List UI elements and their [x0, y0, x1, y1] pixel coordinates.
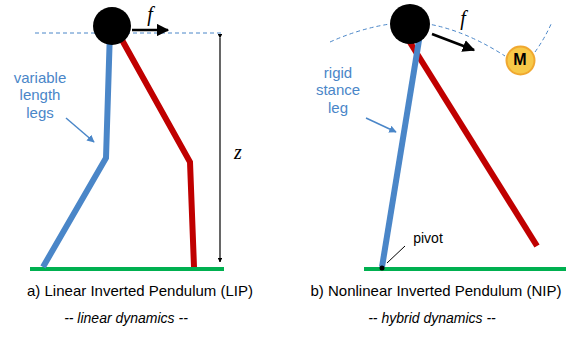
stance-leg	[43, 30, 110, 267]
force-arrow	[132, 29, 168, 32]
mass-trajectory	[535, 22, 552, 52]
ground	[30, 267, 224, 271]
leader-line	[387, 246, 405, 263]
leader-line	[366, 118, 396, 132]
force-symbol: f	[147, 3, 153, 26]
height-dimension	[219, 38, 220, 262]
swing-leg	[122, 40, 194, 267]
force-symbol: f	[460, 7, 466, 30]
force-arrow	[432, 34, 474, 50]
swing-leg	[406, 36, 537, 246]
leg-note: variable length legs	[5, 69, 75, 121]
height-symbol: z	[234, 141, 242, 164]
panel-caption: a) Linear Inverted Pendulum (LIP)	[27, 282, 253, 299]
point-mass	[93, 7, 131, 45]
dynamics-note: -- hybrid dynamics --	[368, 310, 496, 326]
leg-note: rigid stance leg	[308, 64, 368, 116]
leader-line	[66, 118, 94, 142]
pivot-label: pivot	[413, 230, 443, 246]
dynamics-note: -- linear dynamics --	[64, 310, 188, 326]
pivot-point	[380, 266, 385, 271]
mass-circle: M	[505, 45, 536, 76]
point-mass	[390, 4, 430, 44]
mass-fill	[506, 46, 534, 74]
panel-caption: b) Nonlinear Inverted Pendulum (NIP)	[311, 282, 562, 299]
node-text: M	[513, 51, 526, 69]
ground	[364, 267, 566, 271]
